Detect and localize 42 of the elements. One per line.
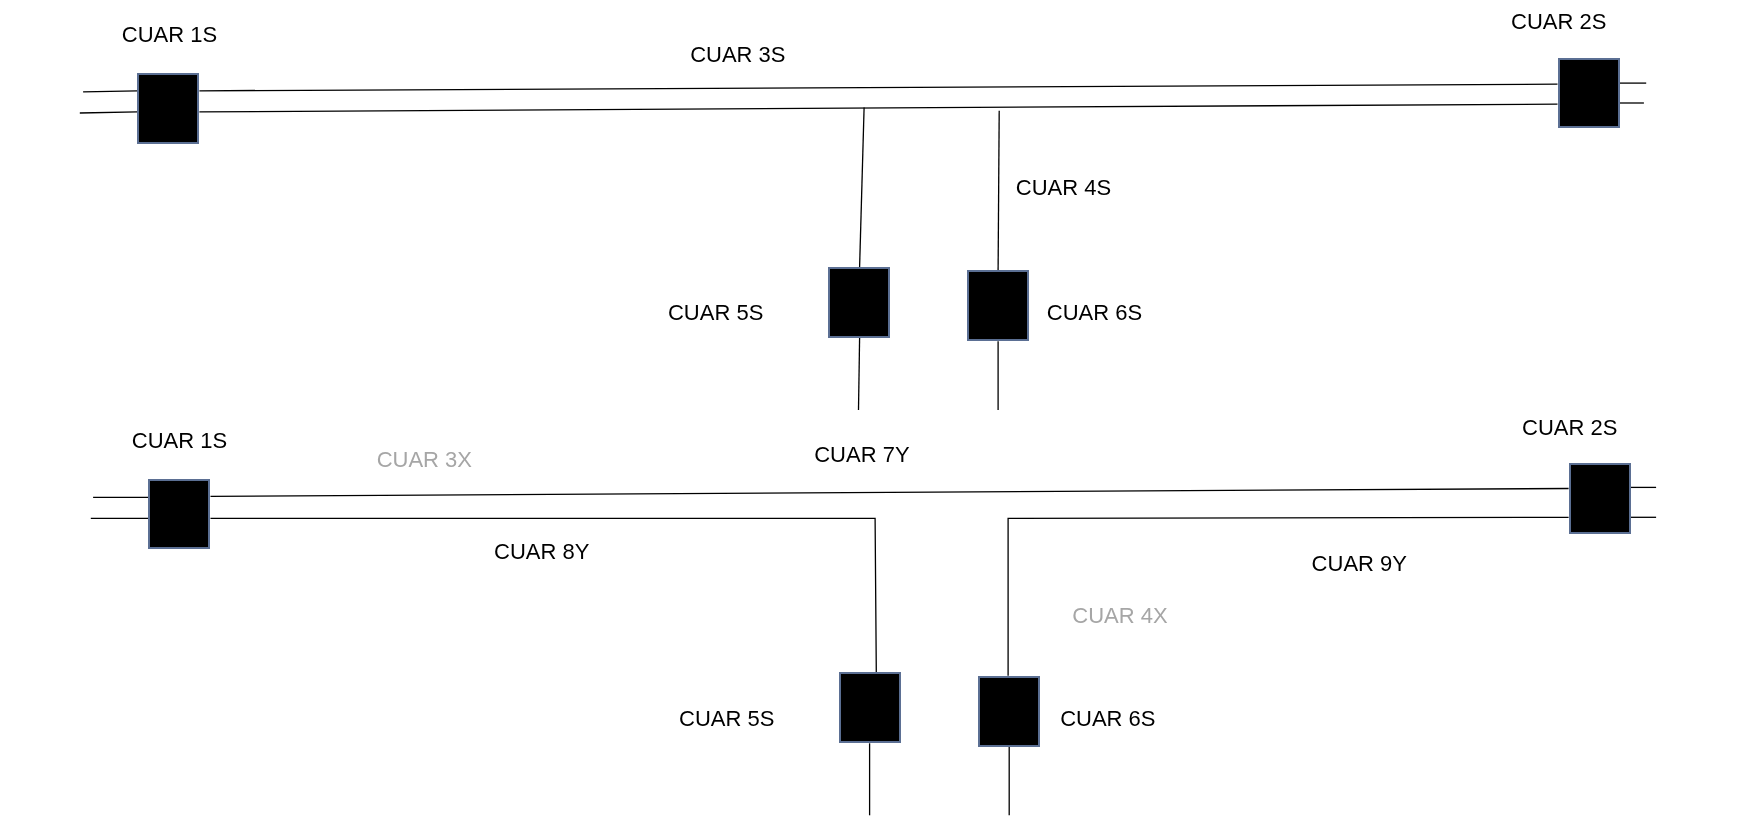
road-line [92, 496, 150, 499]
detector-label: CUAR 6S [1046, 302, 1143, 325]
detector-label: CUAR 6S [1060, 707, 1156, 730]
segment-label: CUAR 3X [376, 448, 472, 471]
detector-label: CUAR 1S [121, 24, 218, 47]
detector-label: CUAR 2S [1522, 416, 1618, 439]
road-line [1618, 82, 1647, 84]
road-line [79, 111, 139, 114]
road-line [1007, 516, 1570, 677]
road-line [82, 90, 139, 93]
segment-label: CUAR 9Y [1311, 552, 1407, 575]
detector-label: CUAR 5S [668, 302, 764, 325]
detector-square [1557, 57, 1620, 129]
road-line [1008, 745, 1010, 816]
road-line [1630, 516, 1657, 518]
road-line [209, 517, 877, 674]
road-line [997, 110, 1000, 271]
detector-label: CUAR 5S [679, 707, 775, 730]
segment-label: CUAR 3S [690, 44, 786, 67]
segment-label: CUAR 4X [1072, 604, 1168, 627]
segment-label: CUAR 4S [1015, 177, 1112, 200]
road-line [90, 517, 150, 520]
detector-square [967, 270, 1030, 342]
detector-label: CUAR 2S [1511, 11, 1607, 34]
road-line [198, 83, 1559, 92]
road-line [198, 103, 1559, 113]
road-line [209, 487, 1570, 497]
road-line [1630, 486, 1657, 489]
segment-label: CUAR 7Y [814, 444, 910, 467]
road-line [1618, 102, 1645, 104]
detector-square [137, 73, 200, 144]
road-line [857, 337, 861, 411]
segment-label: CUAR 8Y [494, 540, 590, 563]
road-line [858, 106, 865, 268]
detector-square [838, 672, 901, 744]
detector-label: CUAR 1S [131, 429, 228, 452]
road-line [997, 340, 999, 411]
detector-square [148, 478, 211, 550]
road-line [868, 742, 871, 816]
detector-square [978, 675, 1041, 747]
detector-square [827, 266, 890, 338]
detector-square [1568, 463, 1631, 534]
